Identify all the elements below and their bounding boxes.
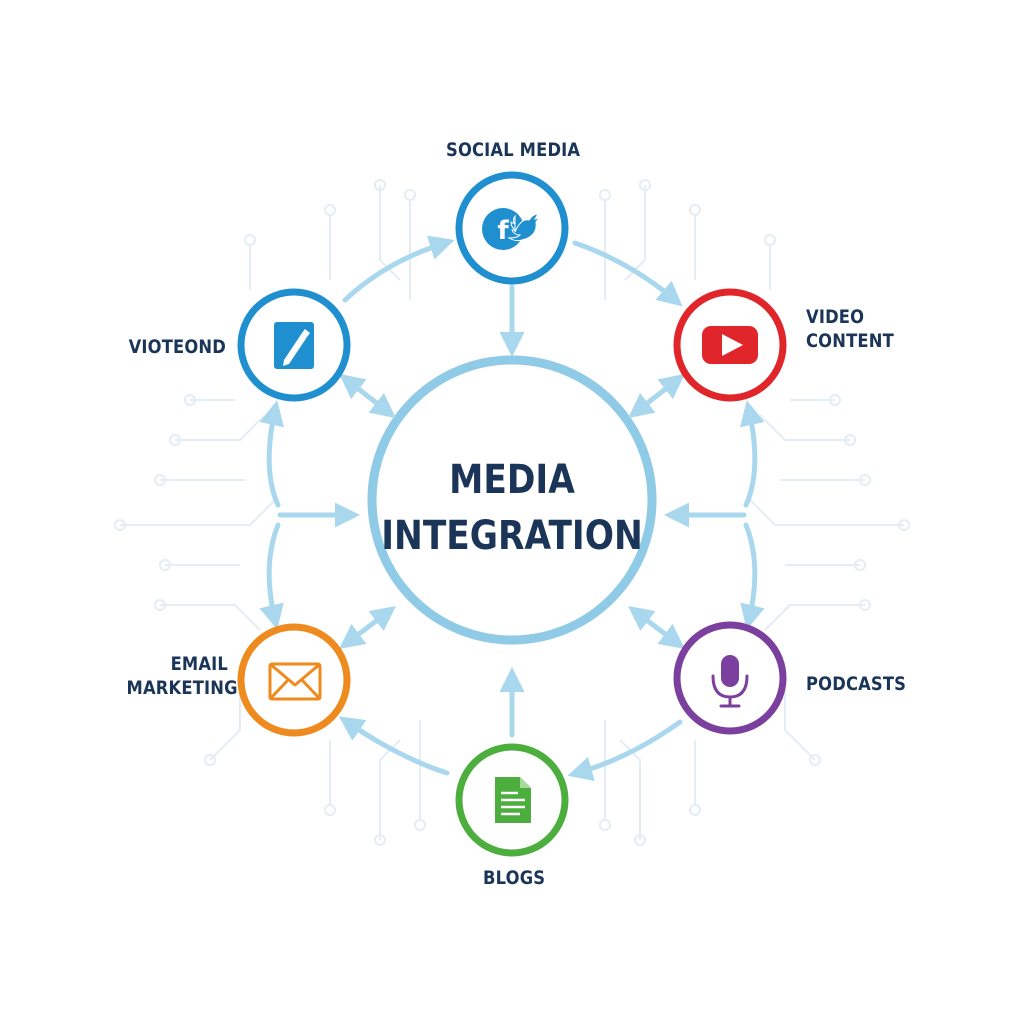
label-vioteond: VIOTEOND (128, 336, 226, 358)
node-podcasts (673, 621, 787, 735)
microphone-icon (711, 655, 749, 708)
node-video-content (673, 288, 787, 402)
hub-title-line1: MEDIA (449, 457, 575, 503)
document-icon (495, 777, 531, 823)
label-podcasts: PODCASTS (806, 673, 907, 695)
hub-circle (367, 355, 657, 645)
node-vioteond (237, 288, 351, 402)
node-social-media: f (455, 171, 569, 285)
hub-title-line2: INTEGRATION (381, 513, 643, 559)
arrow-hub-podcasts (628, 605, 685, 650)
node-email-marketing (237, 623, 351, 737)
arrow-left-to-viotend (259, 400, 285, 508)
envelope-icon (268, 662, 322, 701)
arrow-viotend-to-social (342, 235, 455, 303)
arrow-hub-viotend (339, 373, 396, 419)
label-email-marketing: EMAIL MARKETING (126, 652, 238, 700)
label-email-line2: MARKETING (126, 677, 238, 699)
arrow-left-to-email (259, 522, 284, 630)
arrow-hub-video (628, 373, 685, 419)
circuit-background (114, 179, 910, 846)
label-email-line1: EMAIL (170, 653, 228, 675)
label-social-media: SOCIAL MEDIA (446, 139, 581, 161)
social-media-icon: f (482, 208, 541, 250)
label-video-line2: CONTENT (806, 330, 894, 352)
flow-arrows (259, 235, 765, 781)
label-blogs: BLOGS (483, 867, 546, 889)
arrow-right-to-podcasts (740, 522, 765, 630)
arrow-hub-email (339, 605, 396, 650)
arrow-podcasts-to-blogs (567, 719, 683, 781)
play-icon (702, 326, 758, 364)
arrow-social-to-video (572, 240, 683, 307)
node-blogs (455, 743, 569, 857)
svg-text:f: f (497, 216, 509, 246)
arrow-blogs-to-email (338, 716, 450, 776)
label-video-content: VIDEO CONTENT (806, 305, 894, 353)
pencil-note-icon (274, 322, 314, 369)
label-video-line1: VIDEO (806, 306, 865, 328)
hub-title: MEDIA INTEGRATION (379, 452, 646, 564)
arrow-right-to-video (739, 400, 765, 508)
